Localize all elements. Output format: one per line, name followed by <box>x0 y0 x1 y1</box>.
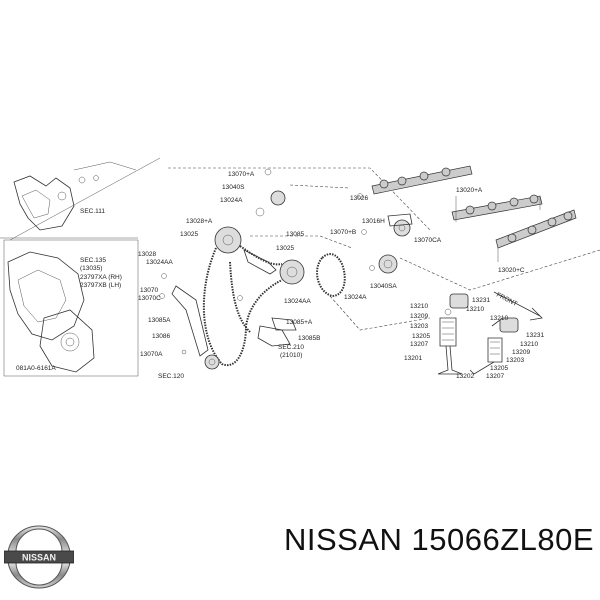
label-13024aa-2: 13024AA <box>284 298 311 305</box>
label-13070a-top: 13070+A <box>228 171 255 178</box>
label-13028: 13028 <box>138 251 156 258</box>
label-13205: 13205 <box>412 333 430 340</box>
label-13025b: 13025 <box>276 245 294 252</box>
label-13028a: 13028+A <box>186 218 213 225</box>
label-13024a: 13024A <box>220 197 243 204</box>
label-13231: 13231 <box>472 297 490 304</box>
label-seal-rh: 23797XA (RH) <box>80 274 122 281</box>
label-13210: 13210 <box>410 303 428 310</box>
label-13209: 13209 <box>410 313 428 320</box>
guide-5 <box>329 295 431 331</box>
label-13025: 13025 <box>180 231 198 238</box>
nissan-logo-text: NISSAN <box>22 553 56 563</box>
label-sec210-code: (21010) <box>280 352 302 359</box>
label-13070c: 13070C <box>138 295 161 302</box>
label-13085b: 13085B <box>298 335 320 342</box>
label-13070b: 13070+B <box>330 229 356 236</box>
timing-sprockets-left <box>159 168 305 370</box>
label-13210-right: 13210 <box>490 315 508 322</box>
label-front-arrow: FRONT <box>495 292 518 308</box>
label-13210b: 13210 <box>466 306 484 313</box>
label-13020c: 13020+C <box>498 267 525 274</box>
guide-3 <box>250 235 353 249</box>
front-cover-sketch: SEC.111 <box>13 161 137 231</box>
part-labels: 13070+A 13040S 13024A 13028+A 13025 1302… <box>138 171 544 380</box>
label-13231-right: 13231 <box>526 332 544 339</box>
label-13070a: 13070A <box>140 351 163 358</box>
label-13202: 13202 <box>456 373 474 380</box>
label-13207: 13207 <box>410 341 428 348</box>
part-number-title: NISSAN 15066ZL80E <box>284 522 595 557</box>
label-13024aa: 13024AA <box>146 259 173 266</box>
label-13026: 13026 <box>350 195 368 202</box>
label-bolt: 081A0-6161A <box>16 365 56 372</box>
label-13040sa: 13040SA <box>370 283 397 290</box>
nissan-logo: NISSAN <box>4 525 74 589</box>
label-13085a: 13085A <box>148 317 171 324</box>
label-13203-right: 13203 <box>506 357 524 364</box>
guide-2 <box>289 184 351 189</box>
label-sec135: SEC.135 <box>80 257 106 264</box>
label-sec120: SEC.120 <box>158 373 184 380</box>
label-13070ca: 13070CA <box>414 237 442 244</box>
label-13085a-2: 13085+A <box>286 319 313 326</box>
guide-4 <box>399 249 600 291</box>
label-sec111: SEC.111 <box>80 208 105 215</box>
label-13209-right: 13209 <box>512 349 530 356</box>
label-13024a-3: 13024A <box>344 294 367 301</box>
label-13085: 13085 <box>286 231 304 238</box>
divider-line-left <box>9 157 161 241</box>
label-13203: 13203 <box>410 323 428 330</box>
guide-top <box>168 167 431 231</box>
label-sec210: SEC.210 <box>278 344 304 351</box>
label-13201: 13201 <box>404 355 422 362</box>
secondary-chain-right <box>316 193 413 298</box>
camshafts <box>371 165 577 262</box>
label-13040s: 13040S <box>222 184 245 191</box>
label-13210-right-2: 13210 <box>520 341 538 348</box>
label-sec135-code: (13035) <box>80 265 102 272</box>
cover-inset-frame <box>3 239 139 377</box>
label-13016h: 13016H <box>362 218 385 225</box>
label-seal-lh: 23797XB (LH) <box>80 282 121 289</box>
label-13020a: 13020+A <box>456 187 483 194</box>
label-13207-right: 13207 <box>486 373 504 380</box>
timing-cover-sketch: SEC.135 (13035) 23797XA (RH) 23797XB (LH… <box>7 251 122 373</box>
label-13205-right: 13205 <box>490 365 508 372</box>
label-13070: 13070 <box>140 287 158 294</box>
label-13086: 13086 <box>152 333 170 340</box>
